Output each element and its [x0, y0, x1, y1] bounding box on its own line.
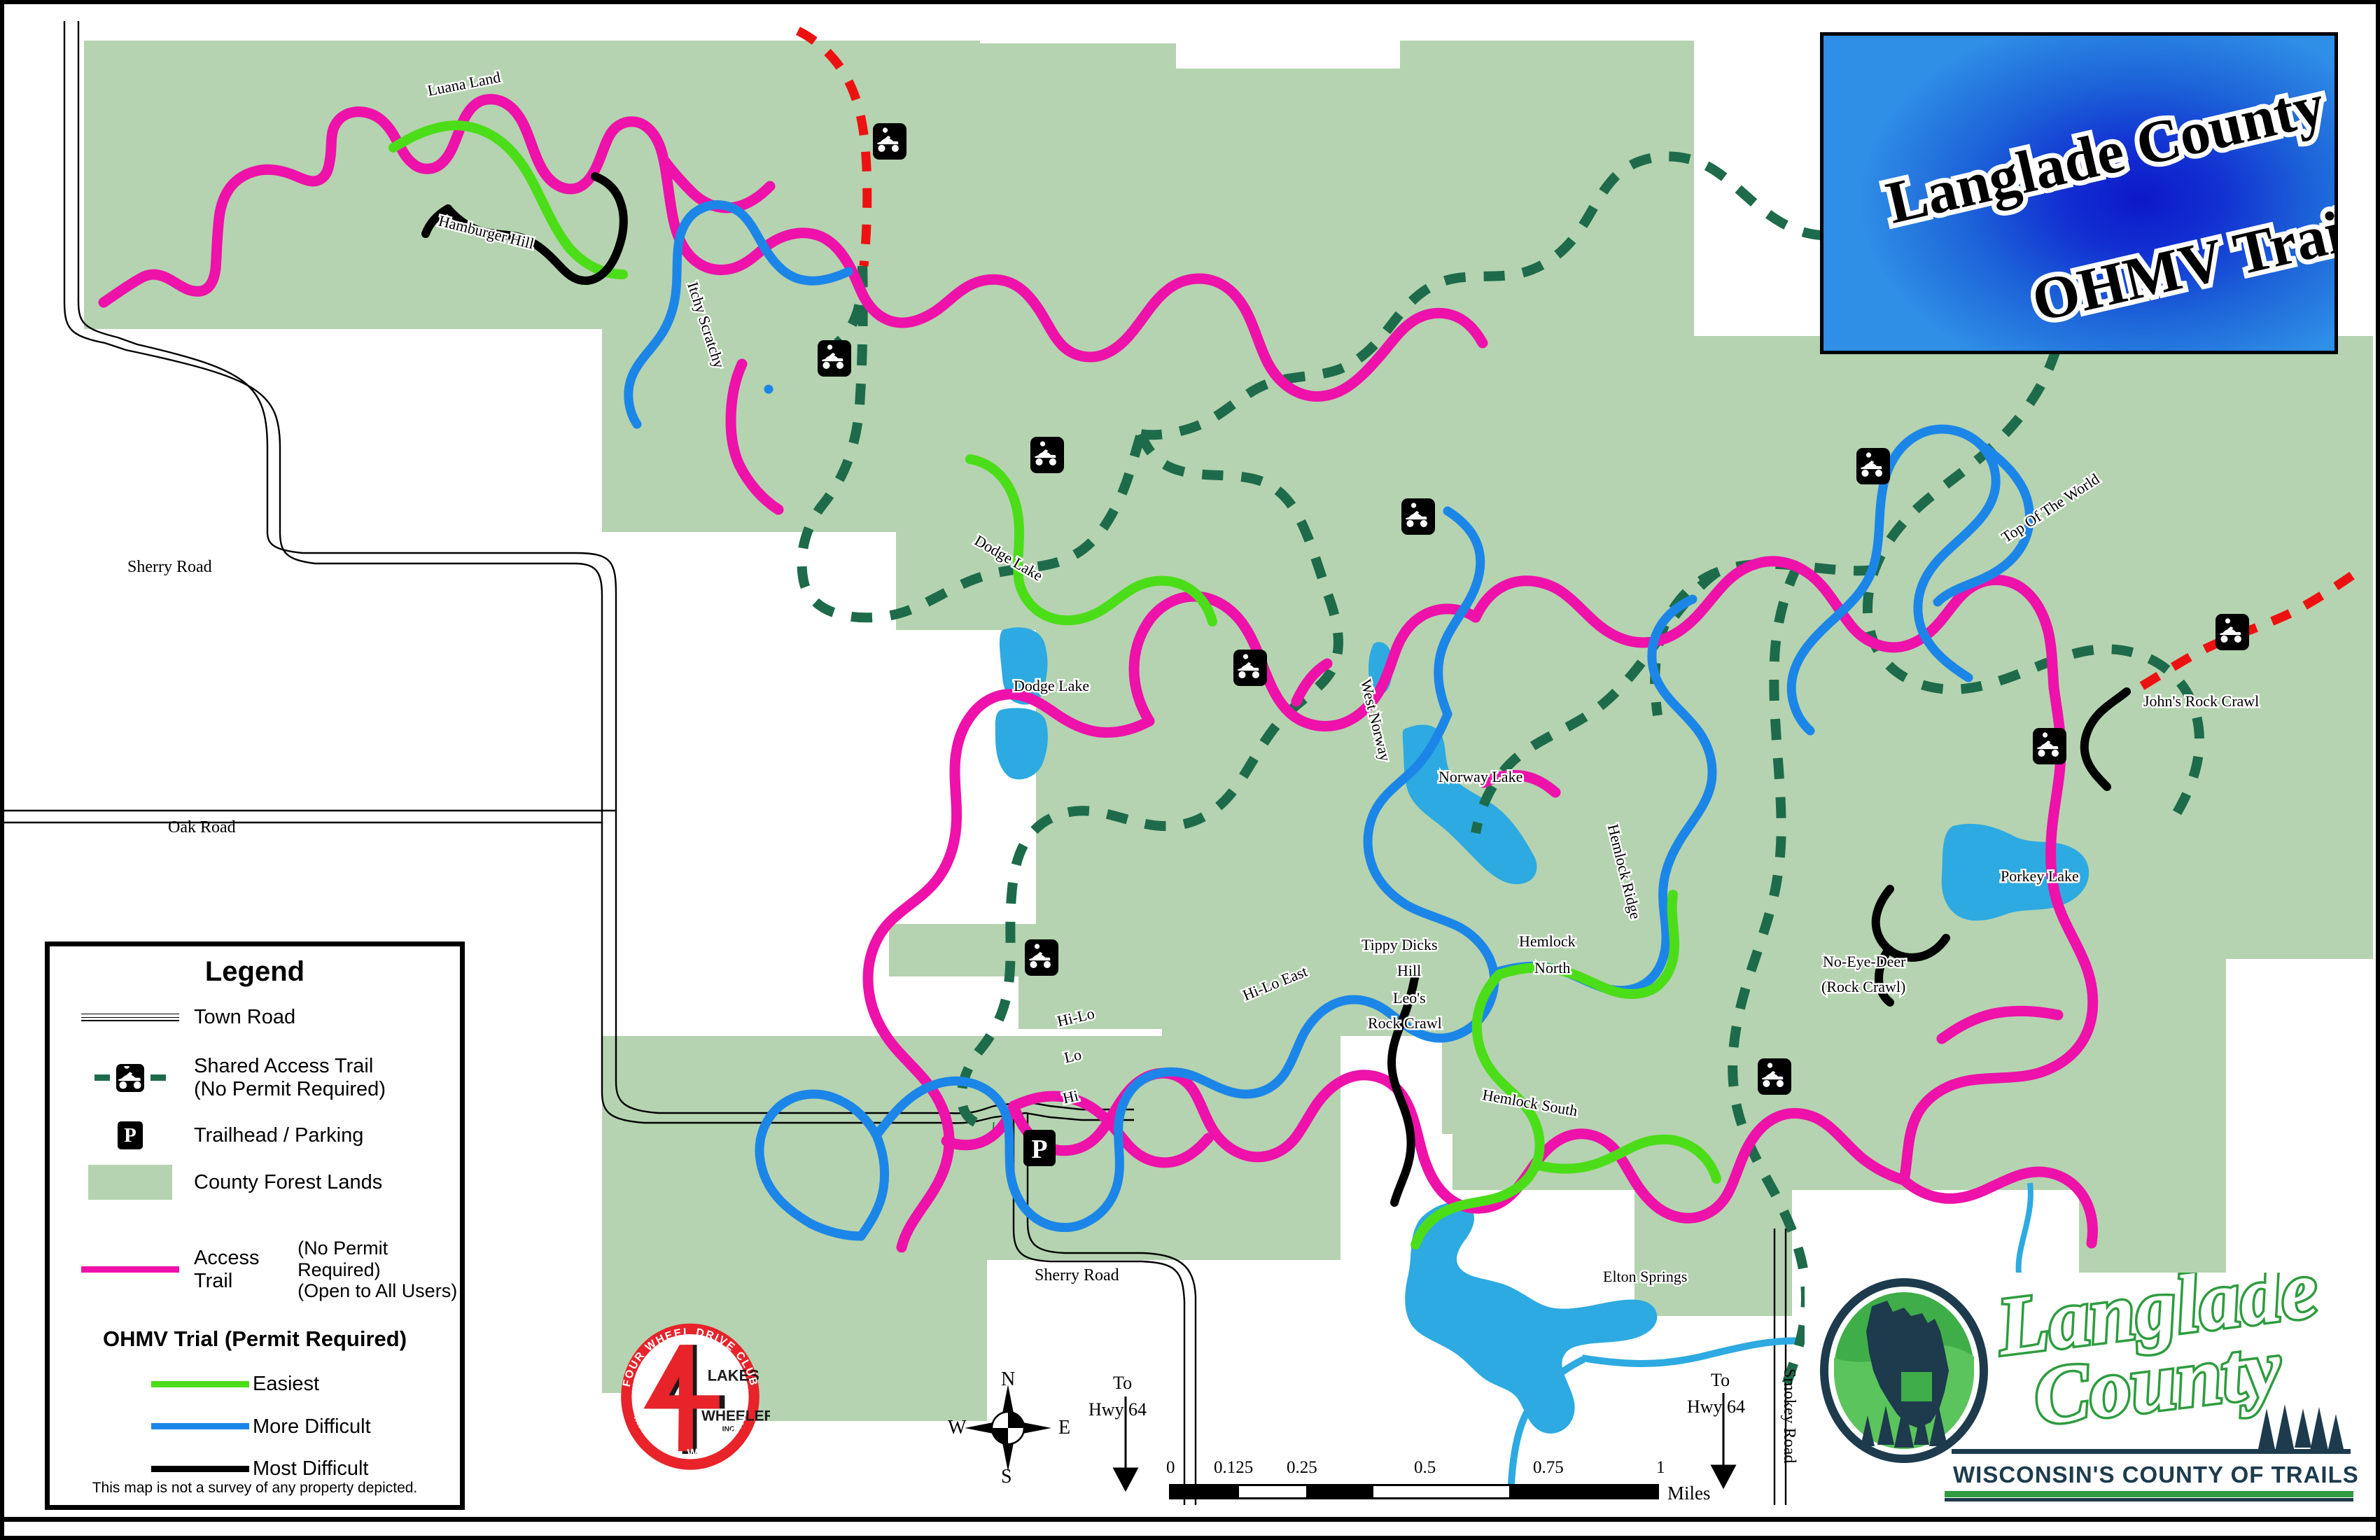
legend-label-county-forest-lands: County Forest Lands	[194, 1171, 383, 1194]
scale-tick-1: 1	[1656, 1458, 1665, 1477]
place-label-dodge-lake: Dodge Lake	[1011, 676, 1091, 695]
easiest-trails	[388, 120, 1721, 1250]
scale-unit-label: Miles	[1667, 1483, 1711, 1504]
most-difficult-key	[148, 1465, 253, 1472]
legend-label-trailhead-parking: Trailhead / Parking	[194, 1124, 364, 1147]
more-difficult-color-swatch	[151, 1423, 249, 1430]
langlade-tagline: WISCONSIN'S COUNTY OF TRAILS	[1953, 1462, 2358, 1488]
trail-label-leos: Leo's	[1392, 988, 1428, 1007]
club-word-lakes: LAKES	[708, 1366, 760, 1384]
legend-note-open-all: (Open to All Users)	[298, 1280, 458, 1301]
trail-label-hemlock: Hemlock	[1518, 931, 1578, 951]
most-difficult-trails	[421, 172, 2131, 1207]
more-difficult-key	[148, 1423, 253, 1430]
atv-trail-markers[interactable]	[818, 123, 2249, 1095]
trail-label-no-eye-deer-rock-crawl: (Rock Crawl)	[1819, 976, 1907, 996]
trail-label-no-eye-deer: No-Eye-Deer	[1821, 951, 1907, 971]
legend-item-most-difficult: Most Difficult	[148, 1457, 460, 1480]
map-bottom-rule	[4, 1517, 2376, 1522]
legend-label-access-trail: Access Trail	[194, 1247, 260, 1292]
atv-icon	[116, 1063, 144, 1092]
legend-label-shared-access: Shared Access Trail (No Permit Required)	[194, 1055, 386, 1100]
most-difficult-color-swatch	[151, 1465, 249, 1472]
legend-disclaimer: This map is not a survey of any property…	[92, 1480, 418, 1496]
compass-rose	[965, 1385, 1051, 1471]
trail-label-leos-rock-crawl: Rock Crawl	[1366, 1013, 1444, 1032]
hwy-note-to: To	[1113, 1373, 1133, 1393]
compass-north: N	[1001, 1368, 1016, 1390]
road-label-sherry-road-south: Sherry Road	[1035, 1266, 1119, 1284]
trail-label-johns-rock-crawl: John's Rock Crawl	[2141, 691, 2260, 710]
legend-label-town-road: Town Road	[194, 1006, 296, 1028]
scale-bar	[1169, 1484, 1659, 1499]
trail-label-tippy-dicks: Tippy Dicks	[1360, 934, 1440, 954]
compass-west: W	[948, 1417, 967, 1438]
place-label-norway-lake: Norway Lake	[1436, 766, 1524, 786]
langlade-county-logo: Langlade County WISCONSIN'S COUNTY OF TR…	[1805, 1240, 2358, 1504]
legend-label-easiest: Easiest	[253, 1373, 320, 1396]
forest-color-swatch	[88, 1165, 172, 1200]
place-label-porkey-lake: Porkey Lake	[1999, 866, 2081, 886]
trailhead-parking-marker[interactable]: P	[1023, 1130, 1056, 1166]
place-label-elton-springs: Elton Springs	[1601, 1266, 1688, 1286]
road-label-oak-road: Oak Road	[168, 818, 236, 836]
trail-label-hemlock-north: North	[1532, 958, 1572, 977]
forest-swatch-key	[66, 1165, 194, 1200]
legend-item-access-trail: Access Trail (No Permit Required) (Open …	[66, 1238, 460, 1301]
scale-tick-05: 0.5	[1414, 1458, 1436, 1477]
scale-tick-0125: 0.125	[1214, 1458, 1254, 1477]
map-title-inset: Langlade County OHMV Trails	[1820, 32, 2338, 354]
legend-label-more-difficult: More Difficult	[253, 1415, 371, 1438]
hwy-note-hwy64-2: Hwy 64	[1687, 1396, 1746, 1417]
access-trail-key	[66, 1266, 194, 1273]
compass-south: S	[1001, 1466, 1012, 1488]
compass-east: E	[1058, 1417, 1071, 1438]
parking-icon: P	[118, 1121, 143, 1150]
town-road-key	[66, 1013, 194, 1021]
club-word-wheelers: WHEELERS	[701, 1408, 770, 1424]
legend-item-more-difficult: More Difficult	[148, 1415, 460, 1438]
svg-text:P: P	[1031, 1135, 1047, 1164]
dash-segment	[94, 1074, 110, 1082]
legend-panel: Legend Town Road	[45, 941, 465, 1510]
trail-label-tippy-dicks-hill: Hill	[1395, 960, 1422, 980]
parking-key: P	[66, 1121, 194, 1150]
hwy-note-to-2: To	[1711, 1370, 1730, 1390]
legend-label-most-difficult: Most Difficult	[253, 1457, 369, 1480]
access-trail-color-swatch	[81, 1266, 179, 1273]
access-trails	[98, 94, 2099, 1253]
legend-item-easiest: Easiest	[148, 1373, 460, 1395]
legend-item-county-forest-lands: County Forest Lands	[66, 1165, 460, 1200]
dash-segment	[150, 1074, 166, 1082]
easiest-key	[148, 1380, 253, 1387]
legend-ohmv-heading: OHMV Trial (Permit Required)	[102, 1326, 407, 1352]
club-word-inc: INC.	[722, 1426, 737, 1434]
legend-title: Legend	[204, 956, 305, 987]
to-hwy64-arrow	[1112, 1396, 1139, 1492]
shared-access-key	[66, 1063, 194, 1092]
legend-note-no-permit: (No Permit Required)	[298, 1238, 388, 1280]
four-lakes-wheelers-logo: LAKES WHEELERS INC. FOUR WHEEL DRIVE CLU…	[610, 1296, 785, 1477]
scale-tick-0: 0	[1166, 1458, 1175, 1477]
legend-item-shared-access-trail: Shared Access Trail (No Permit Required)	[66, 1055, 460, 1100]
road-label-sherry-road-north: Sherry Road	[127, 558, 212, 576]
scale-tick-075: 0.75	[1533, 1458, 1564, 1477]
to-hwy64-arrow-2	[1710, 1393, 1737, 1490]
legend-item-town-road: Town Road	[66, 1006, 460, 1028]
easiest-color-swatch	[151, 1380, 249, 1387]
legend-item-trailhead-parking: P Trailhead / Parking	[66, 1121, 460, 1150]
scale-tick-025: 0.25	[1287, 1458, 1317, 1477]
hwy-note-hwy64: Hwy 64	[1088, 1399, 1147, 1420]
